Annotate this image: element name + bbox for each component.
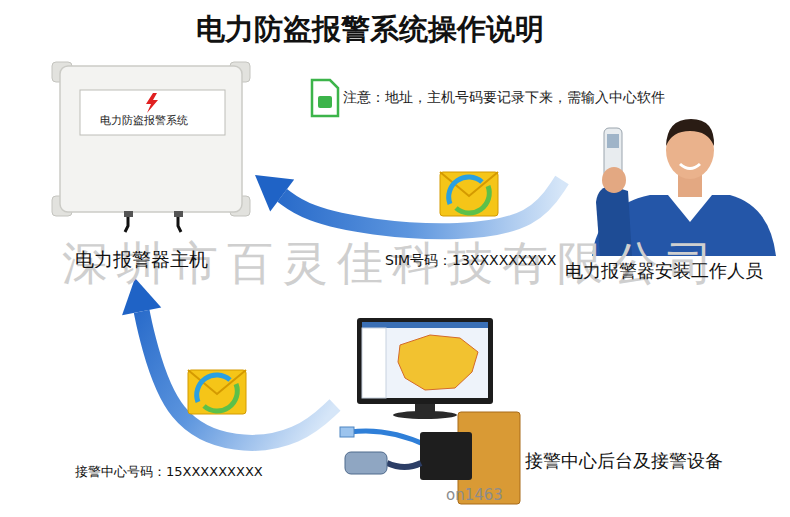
antenna-cable: [125, 217, 128, 232]
arrow-body: [142, 311, 335, 442]
arrow-head: [255, 175, 294, 211]
arrow-head: [122, 278, 161, 315]
lightning-symbol: [146, 93, 158, 113]
monitor-base: [393, 411, 457, 419]
node-caption: 接警中心后台及接警设备: [525, 450, 723, 472]
worker-collar: [668, 195, 712, 222]
sim-chip: [318, 96, 332, 108]
worker-hand: [602, 167, 626, 193]
alarm-center: 接警中心后台及接警设备: [335, 312, 755, 512]
envelope-body: [440, 172, 498, 216]
alarm-host: 电力防盗报警系统电力报警器主机: [55, 60, 255, 278]
cycle-arrow: [204, 384, 237, 411]
signal-arrow: [255, 175, 562, 231]
host-panel: [80, 90, 225, 135]
envelope-body: [188, 370, 246, 414]
page-title: 电力防盗报警系统操作说明: [196, 12, 544, 47]
edge-label: SIM号码：13XXXXXXXXX: [385, 252, 556, 269]
cycle-arrow: [197, 375, 230, 402]
antenna-connector: [174, 211, 183, 217]
antenna-cable: [178, 217, 181, 232]
software-tree-panel: [362, 328, 386, 398]
antenna-connector: [124, 211, 133, 217]
node-caption: 电力报警器主机: [75, 248, 208, 271]
watermark: 深圳市百灵佳科技有限公司: [62, 236, 722, 291]
alarm-modem: [420, 432, 472, 480]
worker-arm: [596, 186, 632, 256]
watermark-fragment: on1463: [446, 486, 503, 504]
map-outline: [398, 335, 478, 390]
cycle-arrow: [449, 177, 482, 204]
host-housing: [60, 66, 242, 212]
message-icon: [188, 370, 246, 414]
node-caption: 电力报警器安装工作人员: [565, 260, 763, 282]
monitor-bezel: [357, 318, 493, 404]
cycle-arrow: [456, 186, 489, 213]
serial-connector: [345, 452, 387, 474]
monitor-screen: [362, 322, 488, 398]
signal-arrow: [122, 278, 335, 443]
serial-cable: [387, 463, 421, 467]
edge-label: 接警中心号码：15XXXXXXXXX: [75, 464, 263, 480]
network-plug: [340, 427, 354, 437]
note-text: 注意：地址，主机号码要记录下来，需输入中心软件: [343, 89, 665, 106]
panel-label: 电力防盗报警系统: [100, 114, 188, 127]
arrow-body: [282, 180, 562, 231]
message-icon: [440, 172, 498, 216]
sim-icon: [312, 80, 338, 116]
phone-screen: [607, 134, 619, 148]
worker-smile: [680, 164, 700, 169]
worker-hair: [666, 119, 714, 146]
installer: 电力报警器安装工作人员: [562, 120, 780, 286]
network-cable: [350, 431, 428, 446]
window-titlebar: [362, 322, 488, 328]
